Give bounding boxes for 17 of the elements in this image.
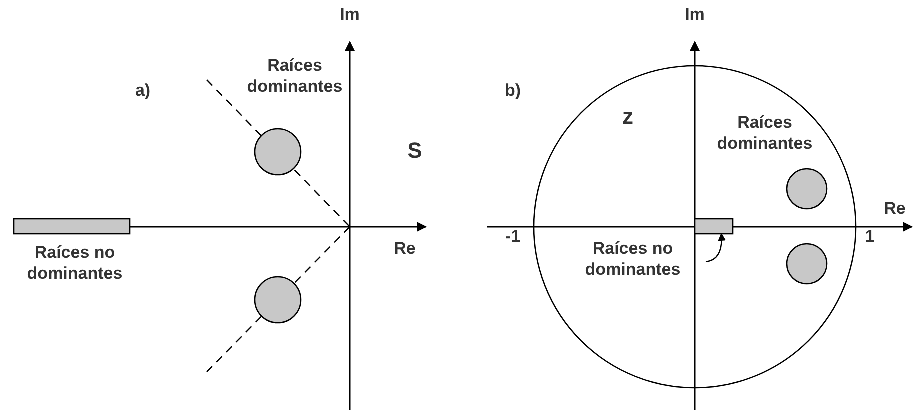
leader-arrow <box>706 233 726 263</box>
axis-label: Re <box>393 238 417 259</box>
root-region-bar <box>13 218 131 235</box>
tick-label: 1 <box>864 226 876 247</box>
axis-label: Im <box>339 4 361 25</box>
axis-label: z <box>622 106 634 127</box>
axis-label: a) <box>134 80 152 101</box>
axis-label: Im <box>684 4 706 25</box>
region-label: Raíces no dominantes <box>568 238 698 280</box>
axis-label: S <box>406 140 424 161</box>
region-label: Raíces no dominantes <box>26 242 124 284</box>
region-label: Raíces dominantes <box>716 112 814 154</box>
tick-label: -1 <box>504 226 522 247</box>
root-region-bar <box>694 218 734 235</box>
axis-label: b) <box>504 80 522 101</box>
axis-label: Re <box>883 198 907 219</box>
region-label: Raíces dominantes <box>246 55 344 97</box>
